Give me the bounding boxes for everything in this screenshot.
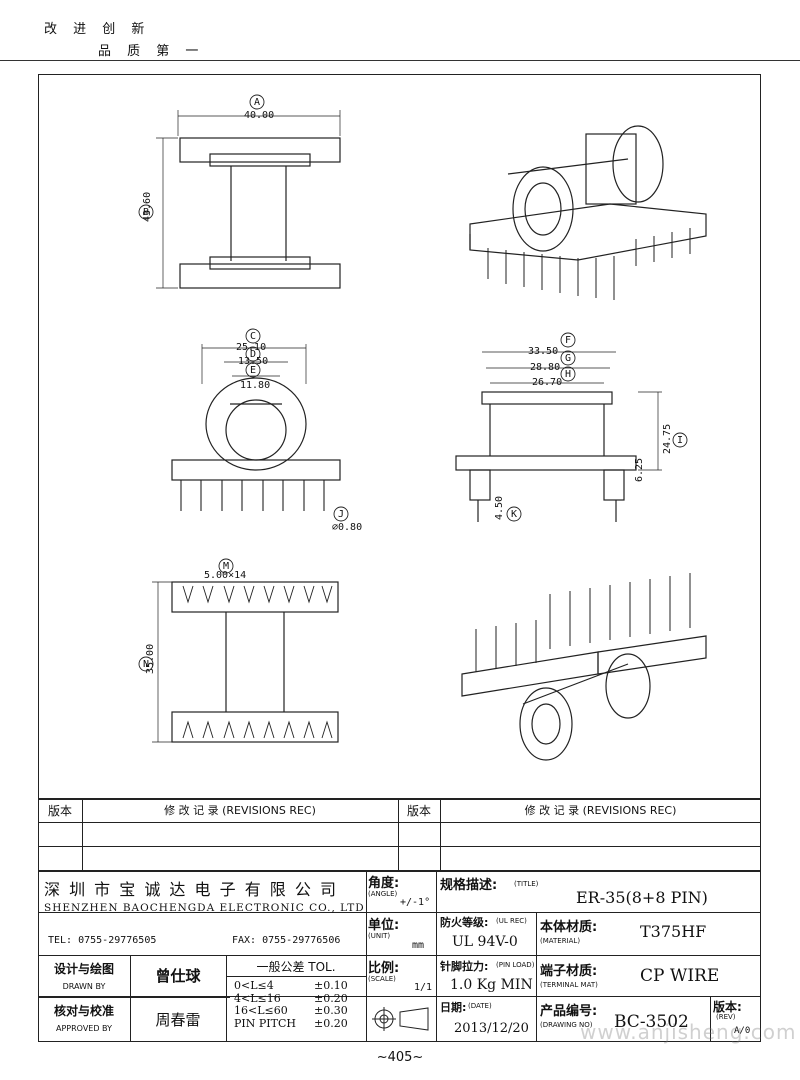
callout-d: D: [250, 349, 256, 360]
dim-f: 33.50: [528, 346, 558, 357]
bottom-view: [152, 581, 339, 743]
callout-k: K: [511, 509, 517, 520]
tol-range-4: PIN PITCH: [234, 1016, 296, 1030]
ul-label-en: (UL REC): [496, 917, 527, 925]
watermark: www.anjisheng.com: [580, 1020, 797, 1044]
terminal-value: CP WIRE: [640, 966, 720, 986]
slogan-line-1: 改 进 创 新: [44, 22, 151, 37]
callout-h: H: [565, 369, 571, 380]
tol-value-1: ±0.10: [314, 979, 348, 992]
date-value: 2013/12/20: [454, 1021, 529, 1036]
rev-ver-header-right: 版本: [406, 803, 431, 818]
title-label: 规格描述:: [440, 878, 498, 893]
page-number: ~405~: [376, 1050, 424, 1065]
scale-label: 比例:: [368, 961, 400, 976]
rev-label: 版本:: [713, 1000, 742, 1014]
drawn-by-label-en: DRAWN BY: [62, 981, 106, 991]
dim-b: 43.60: [142, 192, 153, 222]
company-name-cn: 深 圳 市 宝 诚 达 电 子 有 限 公 司: [44, 880, 338, 899]
drawn-by-value: 曾仕球: [155, 967, 201, 985]
company-tel: TEL: 0755-29776505: [48, 935, 157, 946]
top-view: [156, 110, 341, 289]
unit-label-en: (UNIT): [368, 932, 391, 940]
callout-m: M: [223, 561, 229, 572]
callout-c: C: [250, 331, 256, 342]
callout-n: N: [143, 659, 149, 670]
scale-label-en: (SCALE): [368, 975, 396, 983]
title-value: ER-35(8+8 PIN): [576, 888, 708, 907]
dim-j: ⌀0.80: [332, 522, 362, 533]
angle-value: +/-1°: [400, 897, 431, 908]
tol-value-3: ±0.30: [314, 1004, 348, 1017]
drawing-no-label: 产品编号:: [540, 1004, 598, 1019]
company-fax: FAX: 0755-29776506: [232, 935, 341, 946]
pin-load-label: 针脚拉力:: [440, 960, 489, 973]
rev-rec-header-right: 修 改 记 录 (REVISIONS REC): [524, 804, 677, 817]
ul-label: 防火等级:: [440, 916, 489, 929]
dim-m: 5.00×14: [204, 570, 246, 581]
material-label: 本体材质:: [540, 920, 598, 935]
angle-label: 角度:: [368, 876, 400, 891]
callout-f: F: [565, 335, 571, 346]
tol-value-2: ±0.20: [314, 991, 348, 1005]
dim-side: 6.25: [634, 458, 645, 482]
approved-by-label-en: APPROVED BY: [55, 1023, 112, 1033]
dim-g: 28.80: [530, 362, 560, 373]
callout-g: G: [565, 353, 571, 364]
pin-load-value: 1.0 Kg MIN: [450, 977, 533, 993]
tol-range-1: 0<L≤4: [234, 979, 274, 992]
tol-range-3: 16<L≤60: [234, 1004, 288, 1017]
material-label-en: (MATERIAL): [540, 937, 581, 945]
callout-b: B: [143, 207, 149, 218]
iso-view-2: [461, 573, 707, 761]
rev-value: A/0: [734, 1026, 751, 1036]
terminal-label: 端子材质:: [540, 964, 598, 979]
scale-value: 1/1: [414, 982, 433, 993]
unit-label: 单位:: [368, 918, 400, 933]
technical-drawing: 40.00 43.60 25.10 13.50 11.80 ⌀0.80 33.5…: [138, 94, 707, 761]
dim-i: 24.75: [662, 424, 673, 454]
date-label: 日期:: [440, 1001, 467, 1014]
approved-by-value: 周春雷: [155, 1011, 201, 1029]
rev-rec-header-left: 修 改 记 录 (REVISIONS REC): [164, 804, 316, 817]
material-value: T375HF: [640, 922, 707, 941]
rev-label-en: (REV): [716, 1013, 736, 1021]
callout-j: J: [338, 509, 344, 520]
dim-k: 4.50: [494, 496, 505, 520]
callout-i: I: [677, 435, 683, 446]
tolerance-values: ±0.10 ±0.20 ±0.30 ±0.20: [314, 979, 348, 1030]
company-name-en: SHENZHEN BAOCHENGDA ELECTRONIC CO., LTD: [44, 902, 365, 914]
drawn-by-label: 设计与绘图: [53, 961, 114, 976]
date-label-en: (DATE): [468, 1002, 492, 1010]
projection-symbol: [372, 1007, 429, 1031]
callout-a: A: [254, 97, 260, 108]
iso-view-1: [469, 125, 707, 300]
ul-value: UL 94V-0: [452, 934, 518, 950]
side-view: [455, 351, 662, 522]
drawing-frame: [38, 74, 761, 1042]
tol-value-4: ±0.20: [314, 1016, 348, 1030]
dim-h: 26.70: [532, 377, 562, 388]
angle-label-en: (ANGLE): [368, 890, 398, 898]
tolerance-title: 一般公差 TOL.: [256, 959, 336, 974]
dim-a: 40.00: [244, 110, 274, 121]
tolerance-ranges: 0<L≤4 4<L≤16 16<L≤60 PIN PITCH: [234, 979, 296, 1030]
header-rule: [0, 60, 800, 61]
approved-by-label: 核对与校准: [53, 1003, 114, 1018]
rev-ver-header-left: 版本: [47, 803, 72, 818]
drawing-no-label-en: (DRAWING NO): [540, 1021, 593, 1029]
callout-e: E: [250, 365, 256, 376]
title-label-en: (TITLE): [514, 880, 539, 888]
pin-load-label-en: (PIN LOAD): [496, 961, 535, 969]
drawing-no-value: BC-3502: [614, 1012, 689, 1032]
slogan-line-2: 品 质 第 一: [98, 44, 205, 59]
dim-e: 11.80: [240, 380, 270, 391]
terminal-label-en: (TERMINAL MAT): [540, 981, 598, 989]
dim-d: 13.50: [238, 356, 268, 367]
tol-range-2: 4<L≤16: [234, 991, 281, 1005]
unit-value: mm: [412, 940, 425, 951]
